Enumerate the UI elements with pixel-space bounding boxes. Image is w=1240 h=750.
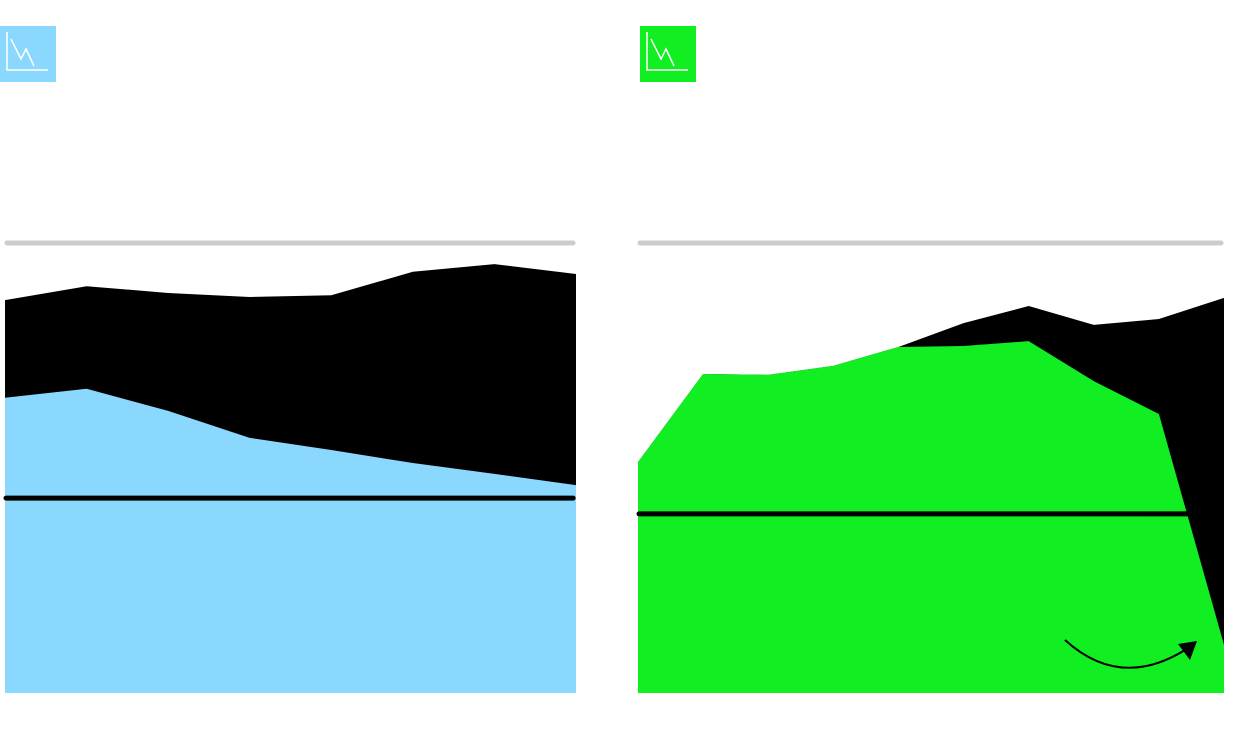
line-chart-icon	[0, 26, 56, 82]
area-series-lower	[638, 341, 1224, 693]
area-chart-right	[636, 240, 1224, 693]
area-series-lower	[5, 388, 576, 693]
curved-arrow-icon	[1064, 639, 1197, 669]
area-chart-left	[3, 240, 576, 693]
line-chart-icon	[640, 26, 696, 82]
